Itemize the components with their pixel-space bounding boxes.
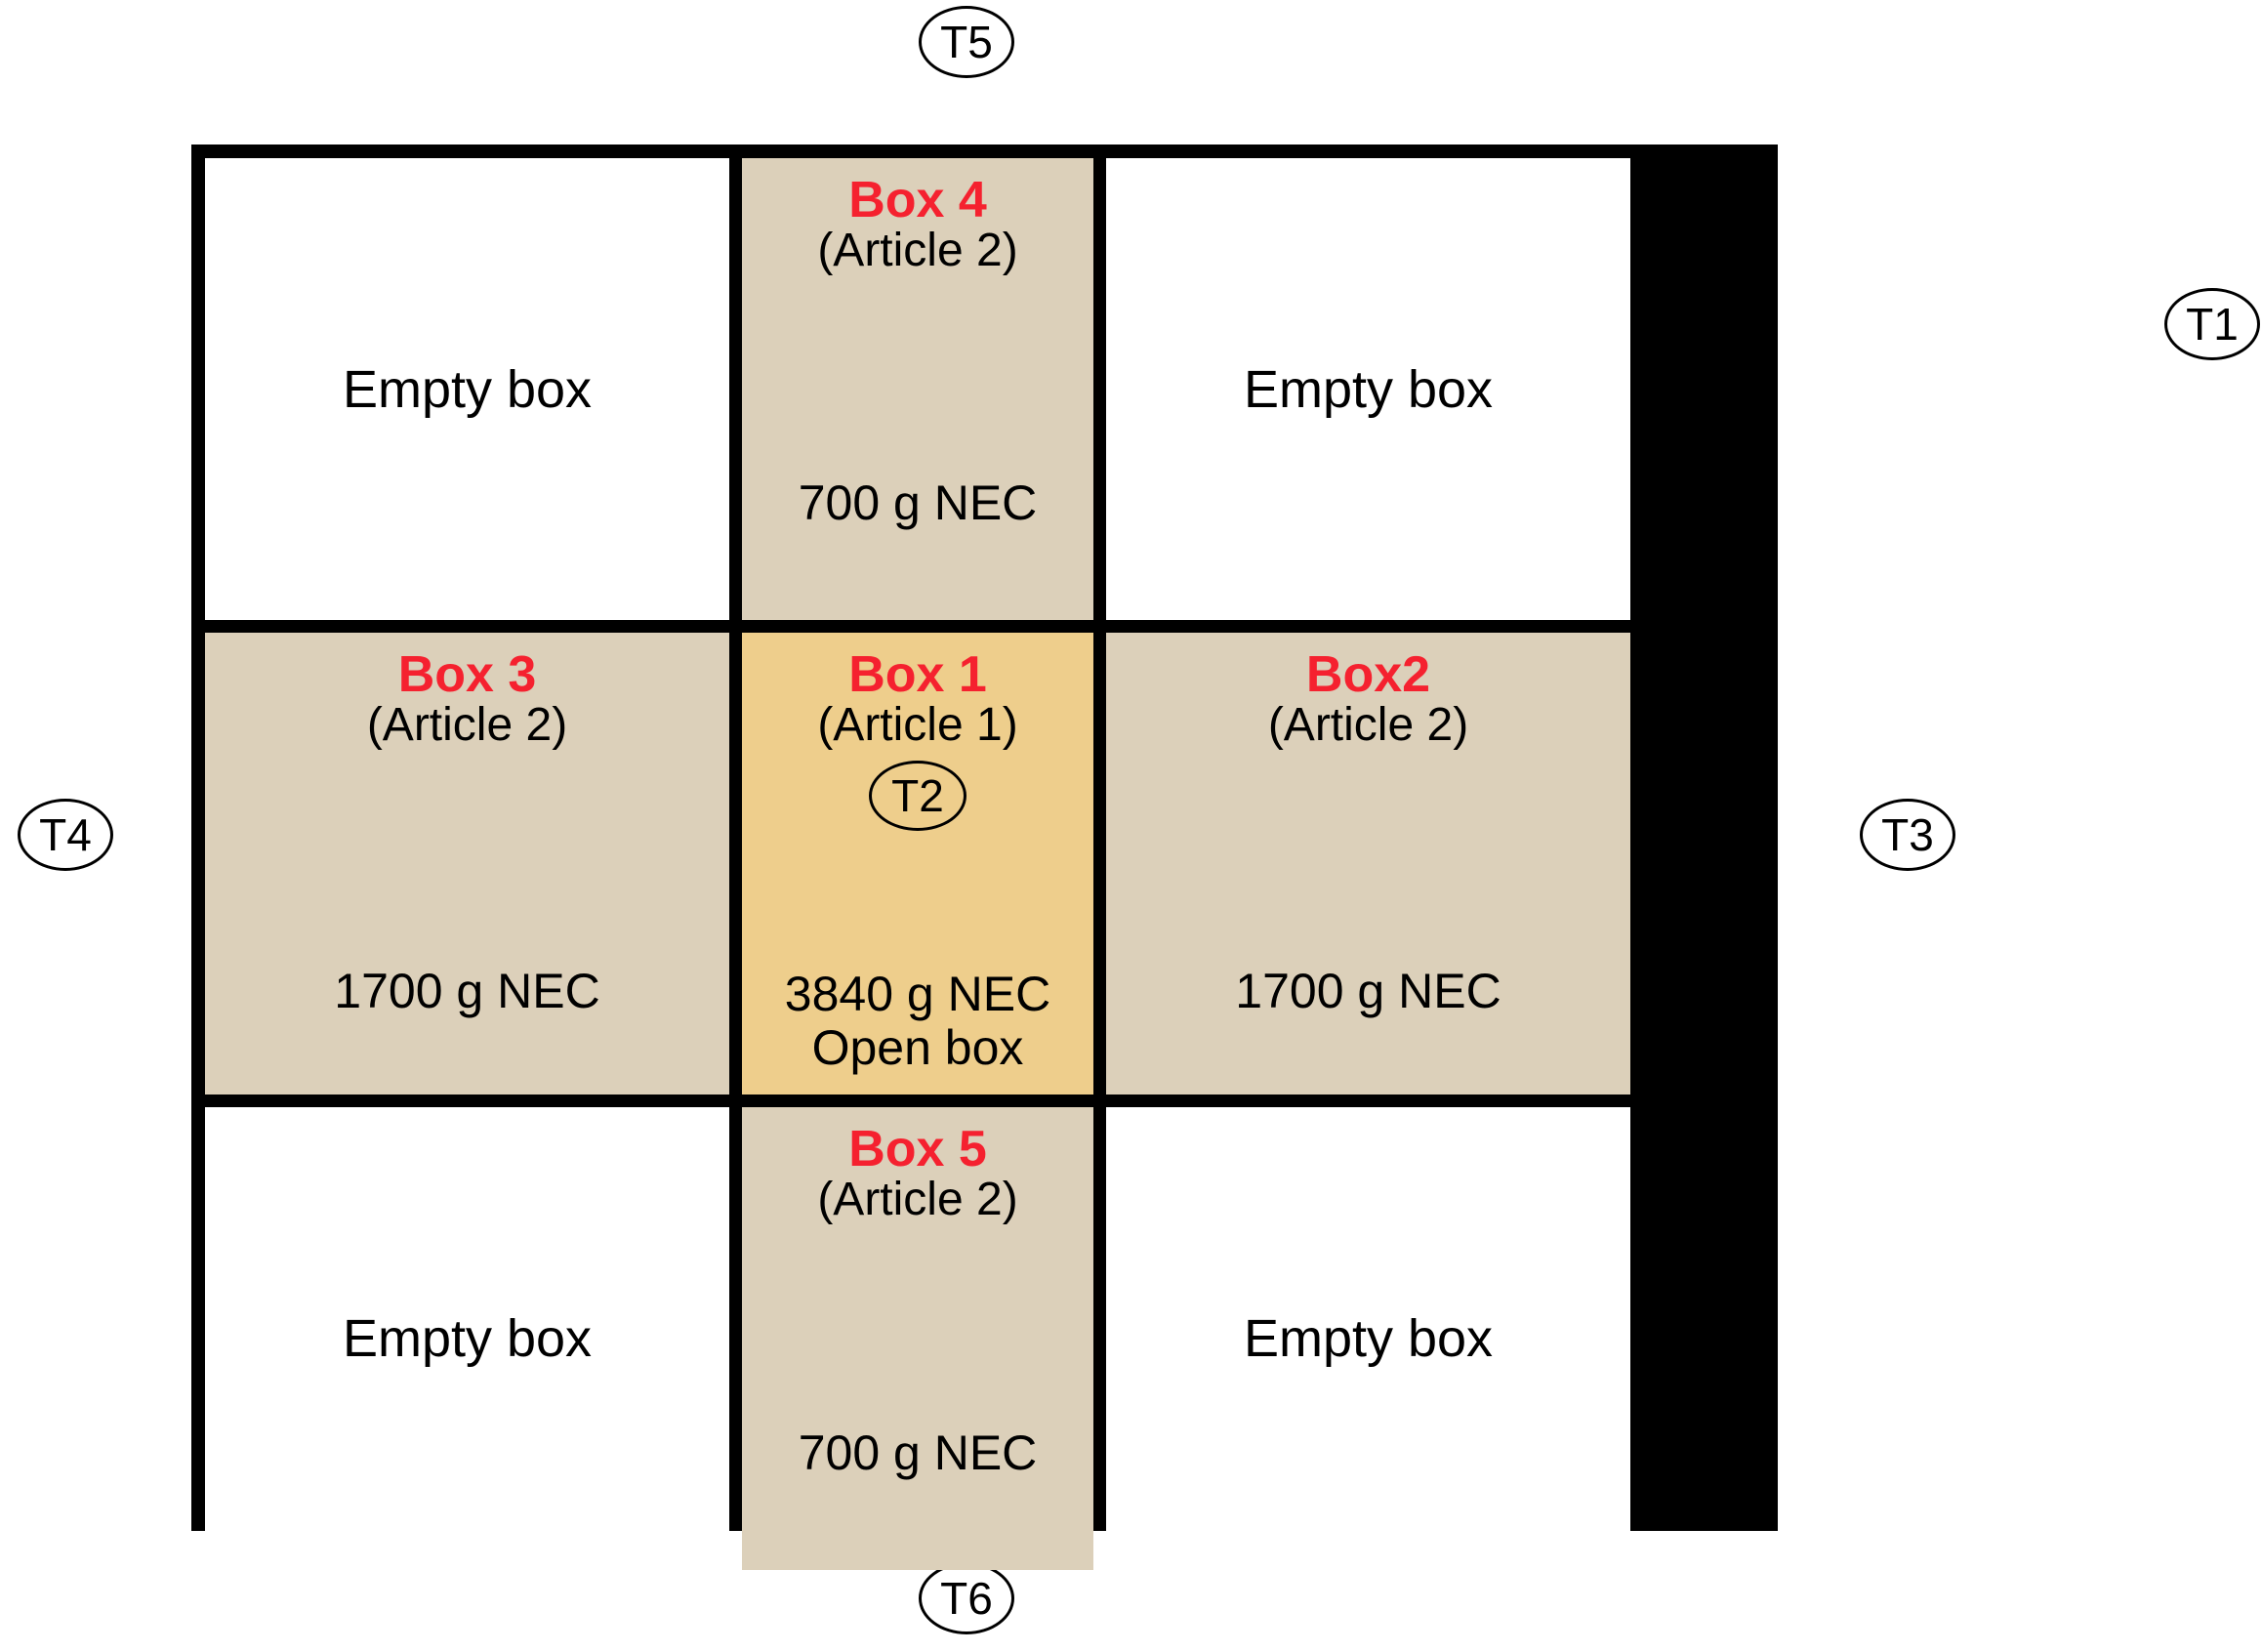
- box-1-weight: 3840 g NEC: [784, 967, 1051, 1021]
- empty-box-label: Empty box: [1243, 359, 1494, 419]
- box-5-title: Box 5: [848, 1121, 987, 1177]
- thermocouple-badge-t5: T5: [919, 6, 1014, 78]
- box-1-subtitle: (Article 1): [817, 699, 1018, 752]
- grid-cell-bottom-left: Empty box: [205, 1107, 729, 1570]
- empty-box-label: Empty box: [342, 359, 593, 419]
- grid-cell-top-left: Empty box: [205, 158, 729, 620]
- grid-cell-top-center: Box 4 (Article 2) 700 g NEC: [742, 158, 1093, 620]
- box-3-title: Box 3: [397, 646, 537, 703]
- box-5-footer: 700 g NEC: [799, 1426, 1038, 1480]
- thermocouple-label-t1: T1: [2186, 299, 2239, 350]
- thermocouple-label-t3: T3: [1881, 809, 1934, 860]
- box-2-weight: 1700 g NEC: [1235, 964, 1501, 1018]
- box-1-footer: 3840 g NEC Open box: [785, 968, 1050, 1075]
- box-2-subtitle: (Article 2): [1267, 699, 1469, 752]
- box-4-header: Box 4 (Article 2): [817, 174, 1017, 276]
- box-5-subtitle: (Article 2): [817, 1174, 1018, 1226]
- box-4-footer: 700 g NEC: [799, 476, 1038, 530]
- box-4-subtitle: (Article 2): [817, 225, 1018, 277]
- box-3-header: Box 3 (Article 2): [367, 648, 567, 751]
- thermocouple-badge-t4: T4: [18, 799, 113, 871]
- empty-box-label: Empty box: [1243, 1309, 1494, 1368]
- thermocouple-badge-t1: T1: [2164, 288, 2260, 360]
- box-3-subtitle: (Article 2): [366, 699, 568, 752]
- box-3-footer: 1700 g NEC: [334, 965, 599, 1018]
- box-4-title: Box 4: [848, 172, 987, 228]
- box-5-header: Box 5 (Article 2): [817, 1123, 1017, 1225]
- grid-cell-middle-right: Box2 (Article 2) 1700 g NEC: [1106, 633, 1630, 1094]
- thermocouple-badge-t6: T6: [919, 1562, 1014, 1634]
- box-2-title: Box2: [1305, 646, 1431, 703]
- box-2-footer: 1700 g NEC: [1235, 965, 1501, 1018]
- thermocouple-badge-t2: T2: [868, 760, 966, 831]
- grid-cell-middle-center: Box 1 (Article 1) T2 3840 g NEC Open box: [742, 633, 1093, 1094]
- grid-cell-middle-left: Box 3 (Article 2) 1700 g NEC: [205, 633, 729, 1094]
- box-5-weight: 700 g NEC: [798, 1425, 1038, 1480]
- box-2-header: Box2 (Article 2): [1268, 648, 1468, 751]
- thermocouple-label-t2: T2: [891, 769, 944, 821]
- grid-cell-bottom-center: Box 5 (Article 2) 700 g NEC: [742, 1107, 1093, 1570]
- thermocouple-label-t6: T6: [940, 1573, 993, 1624]
- thermocouple-label-t5: T5: [940, 17, 993, 67]
- box-1-title: Box 1: [848, 646, 987, 703]
- box-1-header: Box 1 (Article 1) T2: [817, 646, 1018, 831]
- thermocouple-badge-t3: T3: [1860, 799, 1955, 871]
- thermocouple-label-t4: T4: [39, 809, 92, 860]
- box-3-weight: 1700 g NEC: [334, 964, 600, 1018]
- box-4-weight: 700 g NEC: [798, 475, 1038, 530]
- empty-box-label: Empty box: [342, 1309, 593, 1368]
- grid-cell-top-right: Empty box: [1106, 158, 1630, 620]
- box-grid: Empty box Box 4 (Article 2) 700 g NEC Em…: [191, 145, 1778, 1570]
- box-1-note: Open box: [811, 1020, 1024, 1075]
- grid-cell-bottom-right: Empty box: [1106, 1107, 1630, 1570]
